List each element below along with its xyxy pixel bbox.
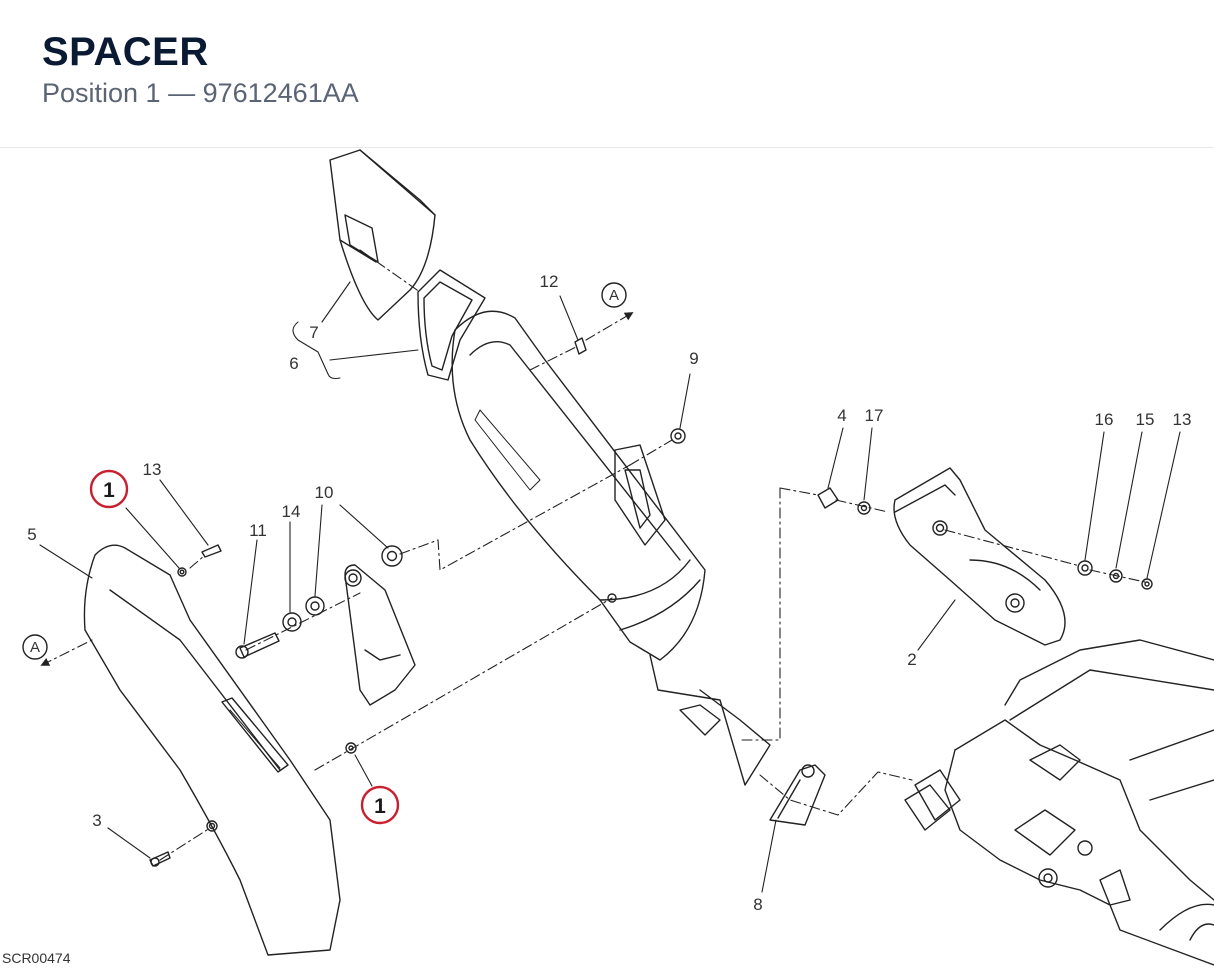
part-label-14[interactable]: 14: [282, 502, 301, 521]
part-label-2[interactable]: 2: [907, 650, 916, 669]
part-label-6[interactable]: 6: [289, 354, 298, 373]
part-label-8[interactable]: 8: [753, 895, 762, 914]
heat-shield-part: [83, 544, 341, 956]
clamp-part: [769, 764, 826, 826]
part-label-16[interactable]: 16: [1095, 410, 1114, 429]
highlight-number: 1: [374, 795, 386, 818]
reference-marker-upper: [601, 282, 627, 308]
heat-guard-part: [893, 467, 1066, 646]
exploded-parts-diagram: A A 1 1 2 3 4 5 6 7 8 9 10 11 12 13 13 1…: [22, 149, 1214, 966]
highlight-ring: [360, 785, 400, 825]
part-label-13-right[interactable]: 13: [1173, 410, 1192, 429]
part-label-7[interactable]: 7: [309, 323, 318, 342]
part-label-13-left[interactable]: 13: [143, 460, 162, 479]
highlight-ring: [89, 469, 129, 509]
drawing-code: SCR00474: [2, 950, 71, 966]
mounting-bracket-part: [344, 564, 416, 706]
fastener-parts: [149, 337, 1153, 867]
end-cap-part: [329, 149, 436, 321]
part-label-15[interactable]: 15: [1136, 410, 1155, 429]
engine-casing-part: [904, 639, 1214, 966]
part-position-subtitle: Position 1 — 97612461AA: [42, 78, 359, 108]
gasket-part: [417, 269, 486, 381]
part-label-17[interactable]: 17: [865, 406, 884, 425]
reference-letter-upper: A: [609, 287, 619, 304]
part-label-11[interactable]: 11: [249, 521, 267, 540]
highlight-marker-upper[interactable]: 1: [89, 469, 129, 509]
page-header: SPACER Position 1 — 97612461AA: [0, 0, 1214, 148]
part-label-12[interactable]: 12: [540, 272, 559, 291]
reference-marker-lower: [22, 634, 48, 660]
part-title: SPACER: [42, 30, 209, 74]
highlight-number: 1: [103, 479, 115, 502]
part-label-5[interactable]: 5: [27, 525, 36, 544]
leader-lines: [39, 281, 1181, 893]
highlight-marker-lower[interactable]: 1: [360, 785, 400, 825]
part-label-3[interactable]: 3: [92, 811, 101, 830]
part-label-9[interactable]: 9: [689, 349, 698, 368]
part-label-4[interactable]: 4: [837, 406, 846, 425]
reference-letter-lower: A: [30, 639, 40, 656]
part-label-10[interactable]: 10: [315, 483, 334, 502]
assembly-axis-lines: [40, 249, 1146, 861]
silencer-body-part: [451, 310, 771, 786]
part-labels: 2 3 4 5 6 7 8 9 10 11 12 13 13 14 15 16 …: [27, 272, 1191, 914]
